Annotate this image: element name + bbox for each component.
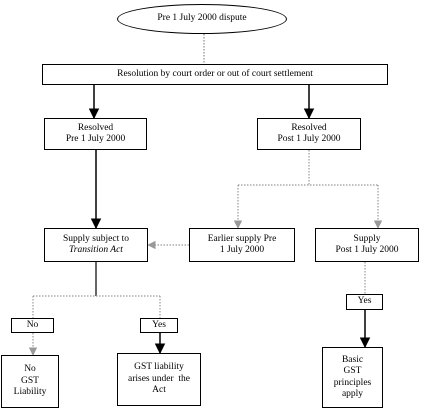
supply-transition-line-2: Transition Act xyxy=(69,245,123,255)
resolved-pre-line-2: Pre 1 July 2000 xyxy=(65,134,126,144)
earlier-supply-node: Earlier supply Pre 1 July 2000 xyxy=(189,228,295,262)
yes-left-node: Yes xyxy=(140,318,178,333)
yes-left-node-label: Yes xyxy=(152,319,166,330)
no-gst-liability-node: No GST Liability xyxy=(1,355,59,408)
gst-liability-node: GST liability arises under the Act xyxy=(117,353,201,406)
resolution-node: Resolution by court order or out of cour… xyxy=(42,64,388,85)
basic-gst-line-1: Basic xyxy=(341,354,364,365)
earlier-supply-line-2: 1 July 2000 xyxy=(219,245,265,255)
gst-liability-line-2: arises under the xyxy=(128,373,190,384)
resolved-pre-line-1: Resolved xyxy=(77,122,114,133)
supply-post-line-1: Supply xyxy=(353,233,381,244)
resolution-node-label: Resolution by court order or out of cour… xyxy=(117,68,313,79)
resolved-post-node: Resolved Post 1 July 2000 xyxy=(257,118,361,150)
supply-transition-line-1: Supply subject to xyxy=(63,233,129,244)
supply-transition-node: Supply subject to Transition Act xyxy=(44,228,148,262)
start-node-label: Pre 1 July 2000 dispute xyxy=(157,13,247,24)
basic-gst-line-4: apply xyxy=(341,389,364,399)
resolved-post-line-1: Resolved xyxy=(291,122,327,133)
no-node-label: No xyxy=(26,319,39,330)
supply-post-line-2: Post 1 July 2000 xyxy=(335,245,399,255)
basic-gst-line-3: principles xyxy=(333,377,372,388)
basic-gst-line-2: GST xyxy=(343,366,362,376)
resolved-post-line-2: Post 1 July 2000 xyxy=(277,134,341,144)
resolved-pre-node: Resolved Pre 1 July 2000 xyxy=(44,118,147,150)
yes-right-node: Yes xyxy=(346,294,383,310)
gst-liability-line-3: Act xyxy=(152,385,166,396)
no-gst-line-2: GST xyxy=(21,375,39,386)
earlier-supply-line-1: Earlier supply Pre xyxy=(207,233,277,244)
no-gst-line-3: Liability xyxy=(13,387,47,398)
no-gst-line-1: No xyxy=(24,364,36,375)
yes-right-node-label: Yes xyxy=(357,296,372,307)
basic-gst-principles-node: Basic GST principles apply xyxy=(322,347,383,408)
supply-post-node: Supply Post 1 July 2000 xyxy=(315,228,419,262)
no-node: No xyxy=(11,318,54,333)
gst-liability-line-1: GST liability xyxy=(134,362,184,373)
start-node-pre-dispute: Pre 1 July 2000 dispute xyxy=(117,4,287,34)
